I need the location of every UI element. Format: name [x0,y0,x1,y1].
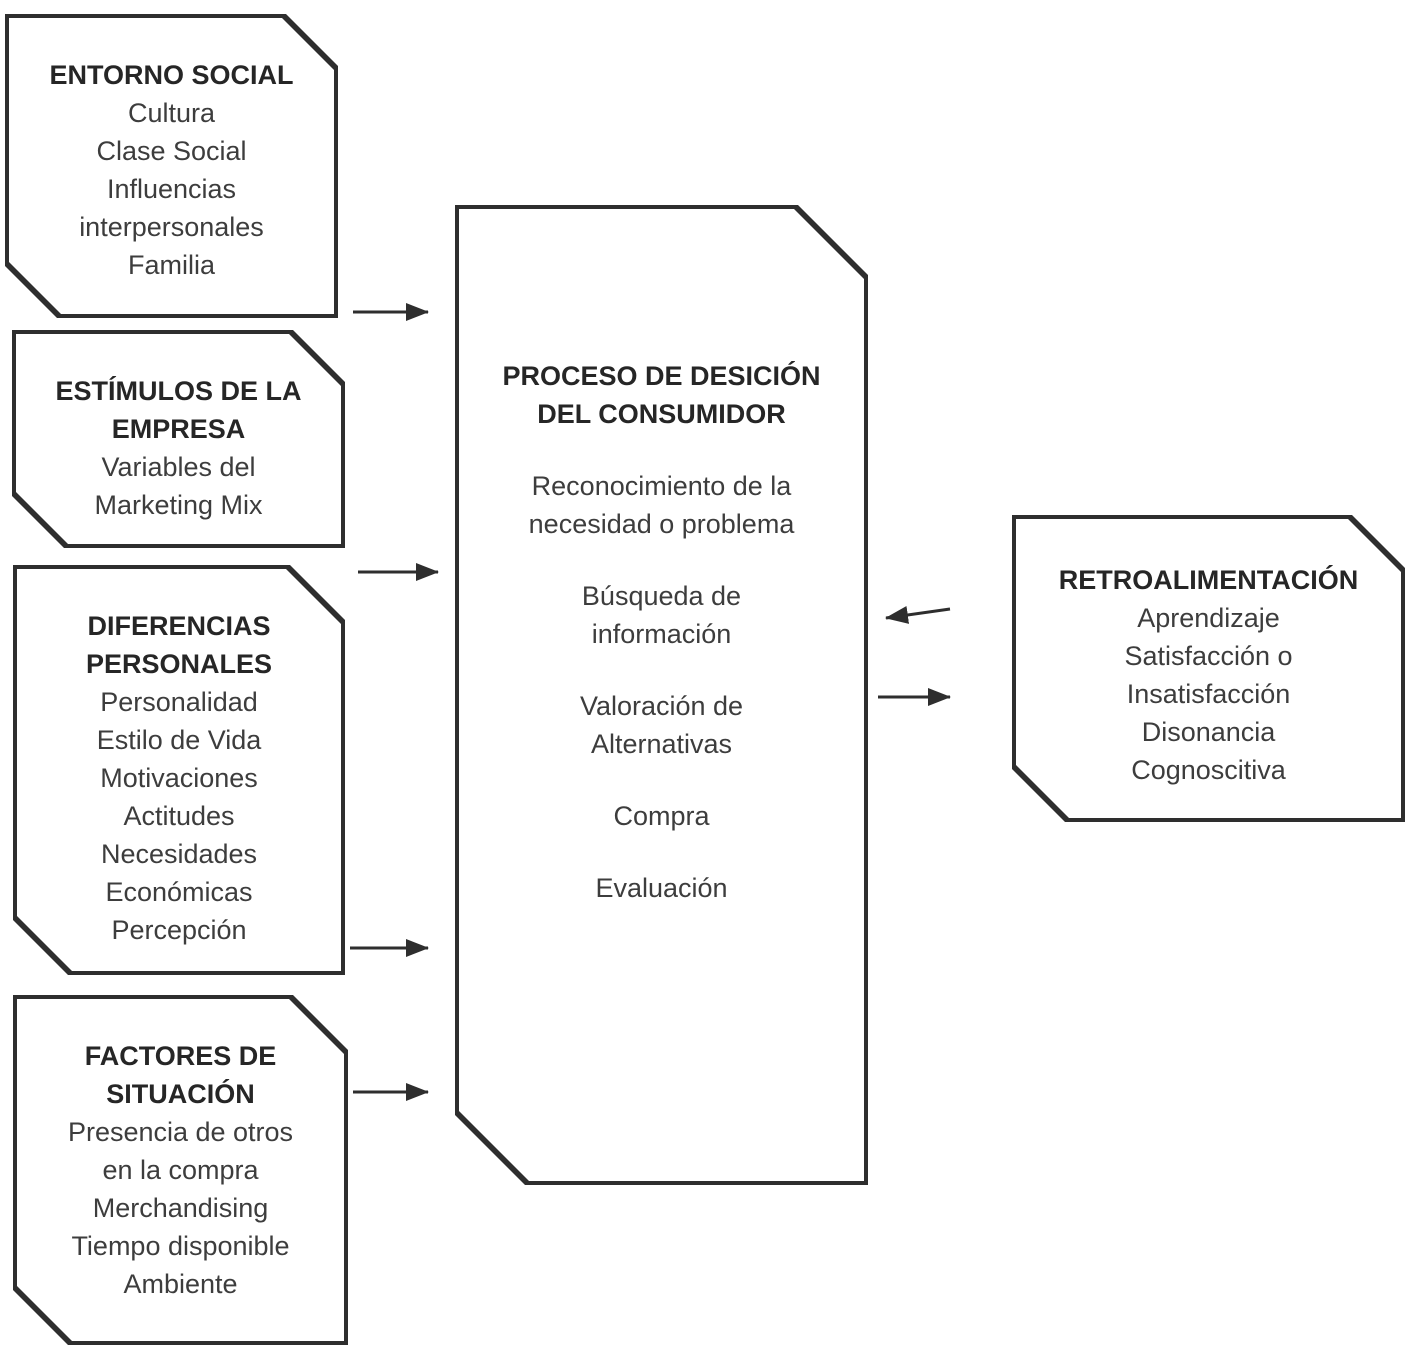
diferencias-item: Personalidad [100,687,258,717]
retro-item: Disonancia [1141,717,1276,747]
step-line: Evaluación [595,873,728,903]
box-estimulos-empresa-surface: ESTÍMULOS DE LA EMPRESA Variables del Ma… [16,334,341,544]
diferencias-item: Económicas [105,877,253,907]
box-entorno-social: ENTORNO SOCIAL Cultura Clase Social Infl… [5,14,338,318]
factores-item: Tiempo disponible [71,1231,290,1261]
diferencias-item: Percepción [111,915,247,945]
step-valoracion: Valoración de Alternativas [459,687,864,763]
box-diferencias-personales: DIFERENCIAS PERSONALES Personalidad Esti… [13,565,345,975]
factores-item: Ambiente [123,1269,238,1299]
retro-item: Cognoscitiva [1131,755,1286,785]
step-line: Reconocimiento de la [531,471,792,501]
box-entorno-social-title: ENTORNO SOCIAL [49,60,294,90]
box-estimulos-empresa-title: ESTÍMULOS DE LA [55,376,302,406]
box-retroalimentacion-title: RETROALIMENTACIÓN [1058,565,1359,595]
box-estimulos-empresa-title: EMPRESA [111,414,246,444]
step-evaluacion: Evaluación [459,869,864,907]
retro-item: Aprendizaje [1137,603,1280,633]
box-proceso-decision: PROCESO DE DESICIÓN DEL CONSUMIDOR Recon… [455,205,868,1185]
box-diferencias-personales-title: DIFERENCIAS [87,611,271,641]
step-reconocimiento: Reconocimiento de la necesidad o problem… [459,467,864,543]
step-line: Alternativas [590,729,733,759]
step-busqueda: Búsqueda de información [459,577,864,653]
box-proceso-decision-surface: PROCESO DE DESICIÓN DEL CONSUMIDOR Recon… [459,209,864,1181]
box-proceso-decision-title: PROCESO DE DESICIÓN [502,361,821,391]
factores-item: Merchandising [92,1193,269,1223]
factores-item: Presencia de otros [67,1117,294,1147]
diferencias-item: Necesidades [100,839,258,869]
box-diferencias-personales-surface: DIFERENCIAS PERSONALES Personalidad Esti… [17,569,341,971]
step-line: necesidad o problema [528,509,795,539]
box-proceso-decision-title: DEL CONSUMIDOR [537,399,786,429]
estimulos-item: Variables del [101,452,256,482]
box-factores-situacion-surface: FACTORES DE SITUACIÓN Presencia de otros… [17,999,344,1341]
step-line: Compra [613,801,710,831]
box-factores-situacion-title: SITUACIÓN [106,1079,255,1109]
retro-item: Satisfacción o [1124,641,1293,671]
step-compra: Compra [459,797,864,835]
diferencias-item: Estilo de Vida [96,725,262,755]
box-diferencias-personales-title: PERSONALES [85,649,273,679]
box-entorno-social-surface: ENTORNO SOCIAL Cultura Clase Social Infl… [9,18,334,314]
diferencias-item: Motivaciones [100,763,258,793]
step-line: información [591,619,732,649]
step-line: Valoración de [579,691,744,721]
box-estimulos-empresa: ESTÍMULOS DE LA EMPRESA Variables del Ma… [12,330,345,548]
entorno-item: interpersonales [79,212,264,242]
entorno-item: Familia [127,250,215,280]
box-retroalimentacion-surface: RETROALIMENTACIÓN Aprendizaje Satisfacci… [1016,519,1401,818]
box-factores-situacion-title: FACTORES DE [84,1041,277,1071]
arrow-retro-to-proceso [885,606,951,624]
retro-item: Insatisfacción [1126,679,1291,709]
estimulos-item: Marketing Mix [94,490,263,520]
box-retroalimentacion: RETROALIMENTACIÓN Aprendizaje Satisfacci… [1012,515,1405,822]
box-factores-situacion: FACTORES DE SITUACIÓN Presencia de otros… [13,995,348,1345]
entorno-item: Cultura [127,98,216,128]
entorno-item: Clase Social [96,136,247,166]
diferencias-item: Actitudes [123,801,235,831]
step-line: Búsqueda de [581,581,742,611]
factores-item: en la compra [102,1155,259,1185]
entorno-item: Influencias [106,174,237,204]
